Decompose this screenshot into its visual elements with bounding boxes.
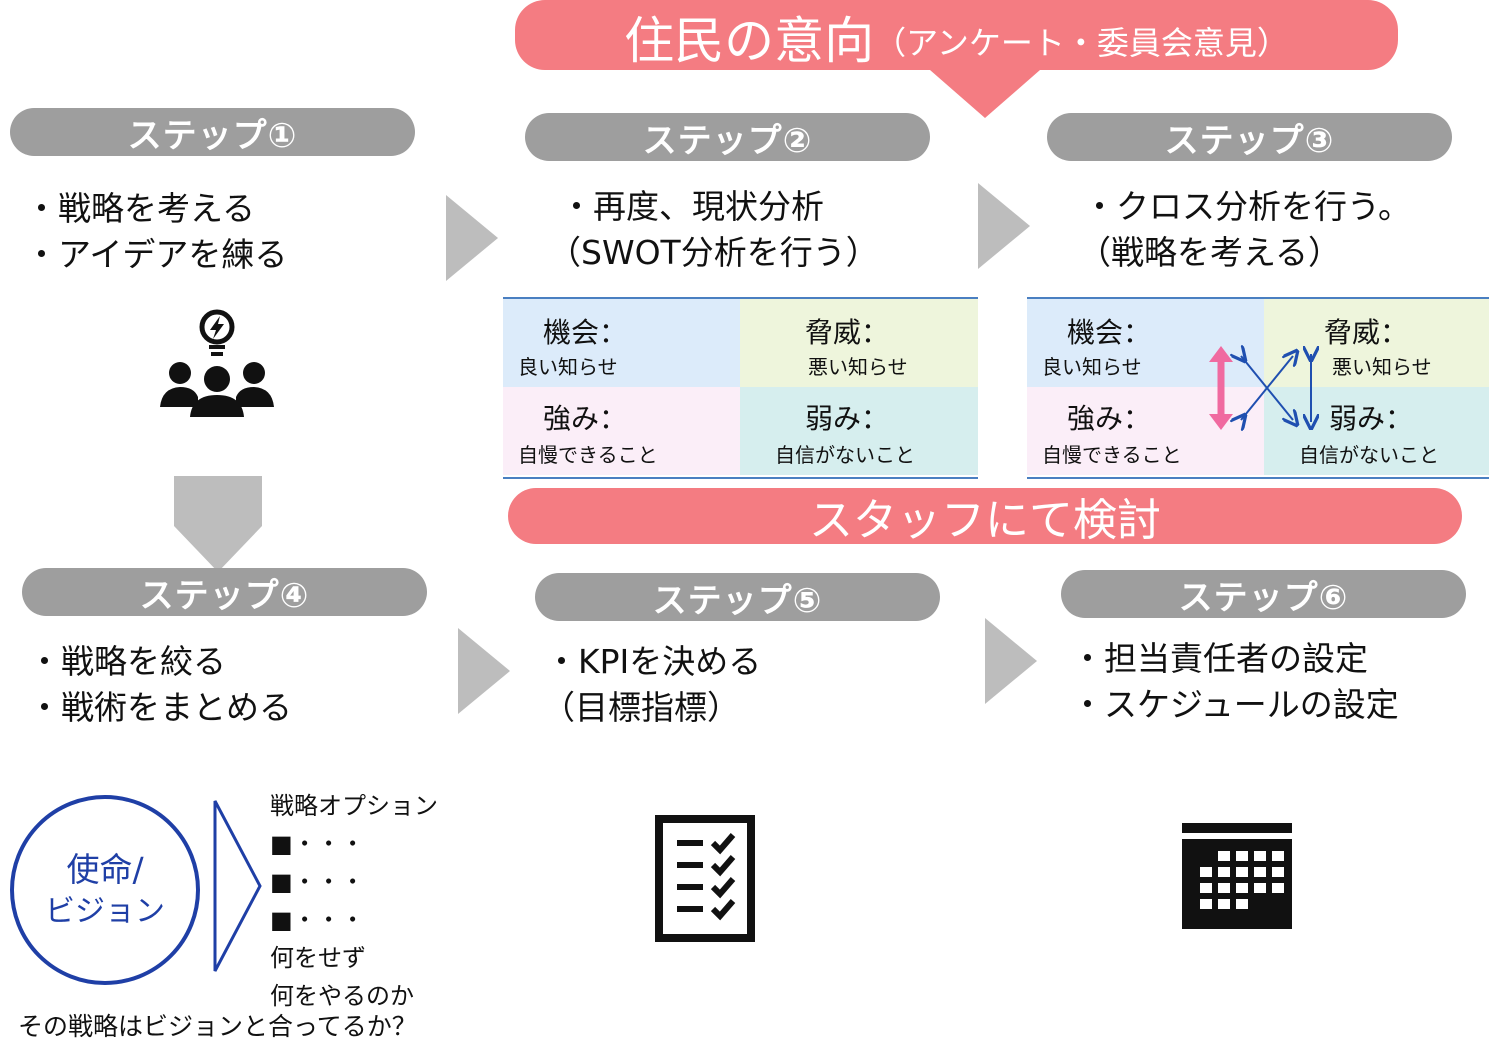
swot-grid: 機会： 良い知らせ 脅威： 悪い知らせ 強み： 自慢できること 弱み： 自信がな…	[503, 297, 978, 479]
swot-opportunity: 機会： 良い知らせ	[503, 299, 740, 387]
arrow-right-icon	[985, 618, 1037, 704]
arrow-right-icon	[978, 183, 1030, 269]
resident-intent-banner: 住民の意向 （アンケート・委員会意見）	[0, 0, 1489, 125]
step3-label: ステップ③	[1047, 113, 1452, 161]
step2-label: ステップ②	[525, 113, 930, 161]
step6-text: ・担当責任者の設定 ・スケジュールの設定	[1071, 636, 1399, 728]
banner-main-text: 住民の意向	[624, 12, 875, 70]
step5-text: ・KPIを決める （目標指標）	[542, 639, 762, 731]
note-do: 何をやるのか	[270, 982, 414, 1010]
cross-arrows-icon	[1209, 344, 1337, 434]
swot-weakness: 弱み： 自信がないこと	[1264, 387, 1489, 475]
step3-line2: （戦略を考える）	[1078, 233, 1342, 272]
banner-sub-text: （アンケート・委員会意見）	[874, 24, 1289, 62]
option-item: ■・・・	[270, 830, 365, 858]
vision-circle: 使命/ ビジョン	[10, 795, 200, 985]
swot-threat: 脅威： 悪い知らせ	[1264, 299, 1489, 387]
opportunity-desc: 良い知らせ	[1042, 355, 1142, 379]
swot-weakness: 弱み： 自信がないこと	[740, 387, 978, 475]
weakness-title: 弱み：	[1329, 402, 1414, 435]
step1-line1: ・戦略を考える	[25, 189, 256, 228]
step3-line1: ・クロス分析を行う。	[1083, 187, 1412, 226]
step5-line1: ・KPIを決める	[545, 642, 762, 681]
note-not-do: 何をせず	[270, 944, 366, 972]
team-idea-icon	[160, 309, 274, 417]
step1-text: ・戦略を考える ・アイデアを練る	[25, 186, 287, 278]
step4-line2: ・戦術をまとめる	[28, 688, 292, 727]
threat-desc: 悪い知らせ	[1332, 355, 1432, 379]
weakness-desc: 自信がないこと	[1299, 443, 1439, 467]
vision-question: その戦略はビジョンと合ってるか？	[18, 1012, 417, 1041]
step2-line1: ・再度、現状分析	[560, 187, 824, 226]
step1-label: ステップ①	[10, 108, 415, 156]
chevron-right-icon	[213, 800, 262, 972]
step6-line1: ・担当責任者の設定	[1071, 639, 1368, 678]
options-title: 戦略オプション	[270, 792, 438, 820]
vision-line1: 使命/	[66, 850, 144, 889]
strength-title: 強み：	[543, 402, 628, 435]
step1-line2: ・アイデアを練る	[25, 235, 288, 274]
opportunity-desc: 良い知らせ	[518, 355, 618, 379]
weakness-title: 弱み：	[805, 402, 890, 435]
step4-label: ステップ④	[22, 568, 427, 616]
step4-line1: ・戦略を絞る	[28, 642, 226, 681]
step4-text: ・戦略を絞る ・戦術をまとめる	[28, 639, 292, 731]
step6-line2: ・スケジュールの設定	[1071, 685, 1399, 724]
weakness-desc: 自信がないこと	[775, 443, 915, 467]
step5-label: ステップ⑤	[535, 573, 940, 621]
swot-strength: 強み： 自慢できること	[503, 387, 740, 475]
arrow-down-icon	[174, 476, 262, 572]
option-item: ■・・・	[270, 906, 365, 934]
strength-desc: 自慢できること	[1042, 443, 1182, 467]
step3-text: ・クロス分析を行う。 （戦略を考える）	[1078, 184, 1412, 276]
arrow-right-icon	[458, 628, 510, 714]
staff-review-banner: スタッフにて検討	[508, 488, 1462, 546]
step2-line2: （SWOT分析を行う）	[548, 233, 879, 272]
staff-review-text: スタッフにて検討	[809, 495, 1161, 546]
options-list: 戦略オプション ■・・・ ■・・・ ■・・・ 何をせず 何をやるのか	[270, 787, 438, 1015]
strength-title: 強み：	[1067, 402, 1152, 435]
vision-line2: ビジョン	[45, 894, 165, 929]
threat-desc: 悪い知らせ	[808, 355, 908, 379]
opportunity-title: 機会：	[1067, 316, 1152, 349]
checklist-icon	[655, 815, 755, 942]
step2-text: ・再度、現状分析 （SWOT分析を行う）	[548, 184, 879, 276]
threat-title: 脅威：	[805, 316, 890, 349]
option-item: ■・・・	[270, 868, 365, 896]
strength-desc: 自慢できること	[518, 443, 658, 467]
arrow-right-icon	[446, 195, 498, 281]
swot-threat: 脅威： 悪い知らせ	[740, 299, 978, 387]
opportunity-title: 機会：	[543, 316, 628, 349]
cross-swot-grid: 機会： 良い知らせ 脅威： 悪い知らせ 強み： 自慢できること 弱み： 自信がな…	[1027, 297, 1489, 479]
step6-label: ステップ⑥	[1061, 570, 1466, 618]
step5-line2: （目標指標）	[542, 688, 740, 727]
calendar-icon	[1182, 823, 1292, 929]
threat-title: 脅威：	[1324, 316, 1409, 349]
